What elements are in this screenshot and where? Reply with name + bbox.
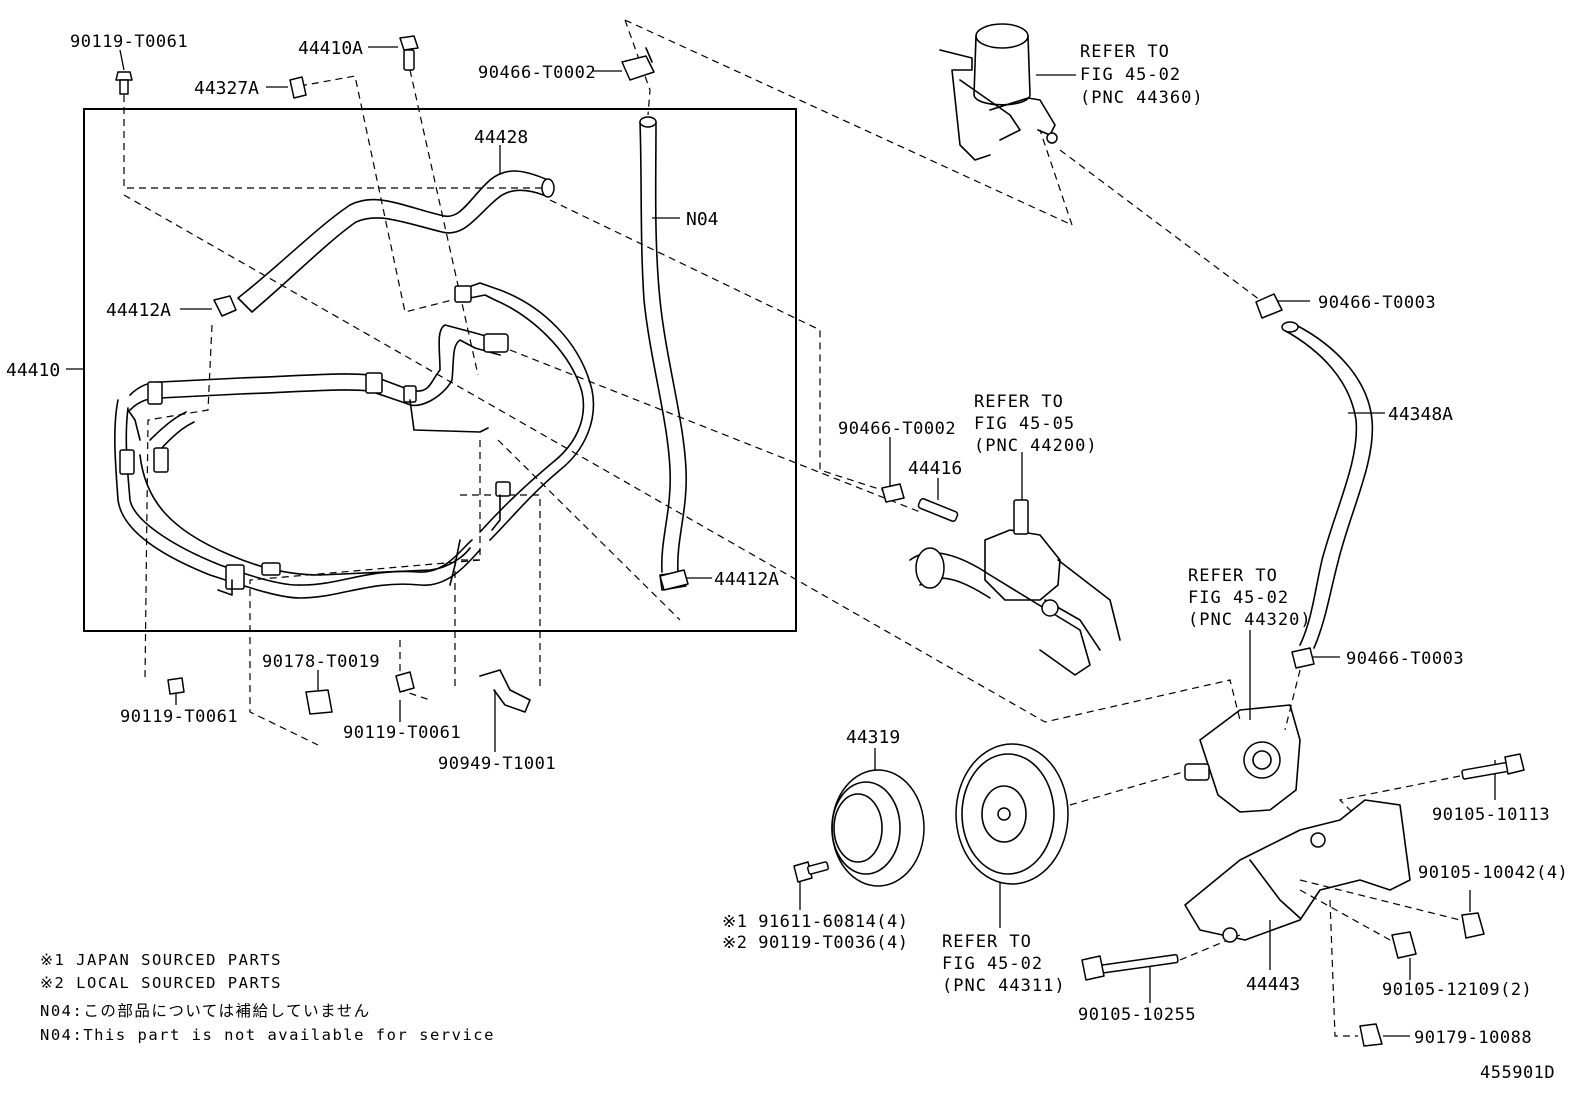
- label-44319: 44319: [846, 727, 900, 748]
- label-90105-10113: 90105-10113: [1432, 805, 1550, 825]
- refer-pulley: REFER TO FIG 45-02 (PNC 44311): [942, 932, 1066, 996]
- label-90466-t0003-upper: 90466-T0003: [1318, 293, 1436, 313]
- refer-pump: REFER TO FIG 45-02 (PNC 44320): [1188, 566, 1312, 630]
- label-90466-t0003-lower: 90466-T0003: [1346, 649, 1464, 669]
- label-90466-t0002-mid: 90466-T0002: [838, 419, 956, 439]
- label-44443: 44443: [1246, 974, 1300, 995]
- nut-90178-t0019: [305, 689, 333, 715]
- dashed-leaders: [123, 19, 1461, 1037]
- clamp-90466-t0003-upper: [1255, 293, 1283, 319]
- union-bolt-44410a: [399, 35, 419, 71]
- refer-gear-line1: REFER TO: [974, 392, 1064, 412]
- pulley-44319: [831, 769, 925, 887]
- label-90105-10255: 90105-10255: [1078, 1005, 1196, 1025]
- refer-gear-line3: (PNC 44200): [974, 436, 1098, 456]
- pulley-44311: [955, 743, 1069, 885]
- gasket-44327a: [289, 76, 307, 99]
- steering-gear-illustration: [909, 499, 1121, 676]
- hose-assembly-box: [83, 108, 797, 632]
- label-44416: 44416: [908, 458, 962, 479]
- bolt-90105-12109: [1391, 931, 1417, 959]
- label-44412a-right: 44412A: [714, 569, 779, 590]
- nut-90179-10088: [1359, 1023, 1383, 1047]
- label-90179-10088: 90179-10088: [1414, 1028, 1532, 1048]
- reservoir-illustration: [939, 23, 1058, 161]
- return-hose-44428: [237, 170, 555, 313]
- notes: ※1 JAPAN SOURCED PARTS ※2 LOCAL SOURCED …: [40, 951, 495, 1044]
- bolt-90119-t0061-top: [115, 71, 133, 95]
- refer-reservoir-line1: REFER TO: [1080, 42, 1170, 62]
- clamp-90466-t0002-top: [621, 47, 655, 81]
- refer-pump-line2: FIG 45-02: [1188, 588, 1289, 608]
- label-44348a: 44348A: [1388, 404, 1453, 425]
- part-labels: 90119-T0061 44410A 44327A 90466-T0002 44…: [6, 32, 1568, 1048]
- pressure-tube-assembly-44410: [114, 282, 595, 599]
- label-44327a: 44327A: [194, 78, 259, 99]
- label-90178-t0019: 90178-T0019: [262, 652, 380, 672]
- clamp-90466-t0002-mid: [881, 483, 905, 503]
- refer-pump-line1: REFER TO: [1188, 566, 1278, 586]
- suction-hose-n04: [639, 116, 688, 591]
- clamp-44412a-right: [659, 569, 689, 591]
- refer-gear-line2: FIG 45-05: [974, 414, 1075, 434]
- refer-pulley-line3: (PNC 44311): [942, 976, 1066, 996]
- hose-44348a: [1281, 321, 1374, 649]
- label-90119-t0061-low-mid: 90119-T0061: [343, 723, 461, 743]
- label-90119-t0036: ※2 90119-T0036(4): [722, 933, 909, 953]
- bolt-90119-t0061-low-mid: [395, 671, 415, 693]
- label-90105-12109: 90105-12109(2): [1382, 980, 1532, 1000]
- clamp-44412a-left: [213, 295, 237, 317]
- label-44410a: 44410A: [298, 38, 363, 59]
- diagram-id: 455901D: [1480, 1063, 1555, 1083]
- label-n04: N04: [686, 209, 719, 230]
- union-44416: [917, 498, 959, 522]
- note-local-sourced: ※2 LOCAL SOURCED PARTS: [40, 974, 282, 992]
- bracket-44443: [1184, 799, 1411, 943]
- clip-90949-t1001: [479, 669, 531, 713]
- bolt-91611-60814: [793, 861, 829, 883]
- refer-reservoir-line3: (PNC 44360): [1080, 88, 1204, 108]
- label-90119-t0061-top: 90119-T0061: [70, 32, 188, 52]
- solid-leaders: [66, 46, 1496, 1037]
- note-n04-english: N04:This part is not available for servi…: [40, 1026, 495, 1044]
- label-44412a-left: 44412A: [106, 300, 171, 321]
- refer-gear: REFER TO FIG 45-05 (PNC 44200): [974, 392, 1098, 456]
- bolt-90119-t0061-low-left: [167, 677, 185, 695]
- refer-pulley-line1: REFER TO: [942, 932, 1032, 952]
- note-japan-sourced: ※1 JAPAN SOURCED PARTS: [40, 951, 282, 969]
- label-90119-t0061-low-left: 90119-T0061: [120, 707, 238, 727]
- refer-pulley-line2: FIG 45-02: [942, 954, 1043, 974]
- refer-pump-line3: (PNC 44320): [1188, 610, 1312, 630]
- refer-reservoir-line2: FIG 45-02: [1080, 65, 1181, 85]
- label-90466-t0002-top: 90466-T0002: [478, 63, 596, 83]
- label-44410: 44410: [6, 360, 60, 381]
- label-91611-60814: ※1 91611-60814(4): [722, 912, 909, 932]
- note-n04-japanese: N04:この部品については補給していません: [40, 1002, 371, 1020]
- label-90949-t1001: 90949-T1001: [438, 754, 556, 774]
- label-44428: 44428: [474, 127, 528, 148]
- clamp-90466-t0003-lower: [1291, 647, 1315, 669]
- bolt-90105-10042: [1461, 912, 1485, 939]
- label-90105-10042: 90105-10042(4): [1418, 863, 1568, 883]
- bolt-90105-10255: [1081, 953, 1179, 981]
- bolt-90105-10113: [1461, 753, 1525, 780]
- vane-pump-illustration: [1184, 704, 1301, 813]
- refer-reservoir: REFER TO FIG 45-02 (PNC 44360): [1080, 42, 1204, 108]
